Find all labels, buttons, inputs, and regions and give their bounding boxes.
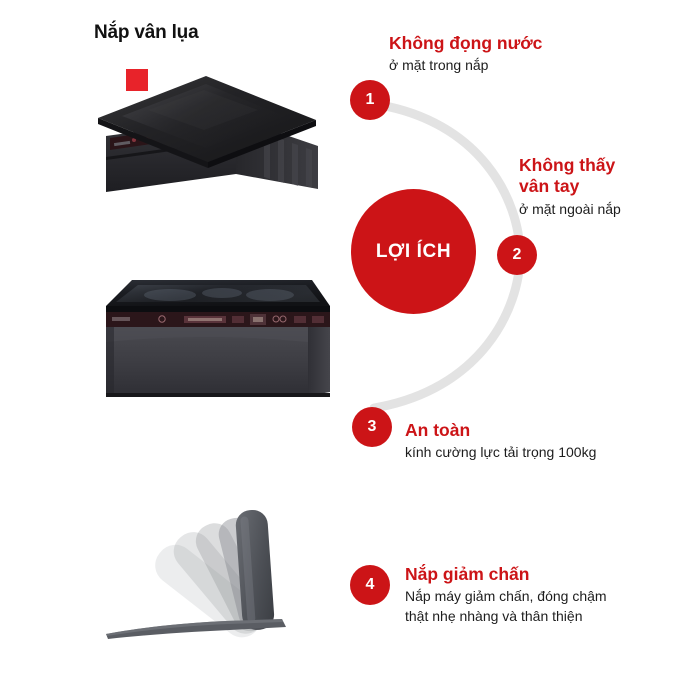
benefit-subtitle-1: ở mặt trong nắp xyxy=(389,57,489,74)
soft-close-lid-motion-image xyxy=(100,488,312,640)
washing-machine-lid-closed-image xyxy=(88,58,338,198)
benefit-number-3-value: 3 xyxy=(367,418,377,435)
benefit-number-1: 1 xyxy=(350,80,390,120)
benefit-number-4: 4 xyxy=(350,565,390,605)
red-square-highlight-marker xyxy=(126,69,148,91)
center-hub-circle: LỢI ÍCH xyxy=(351,189,476,314)
machine-cabinet xyxy=(106,327,330,397)
center-hub-label: LỢI ÍCH xyxy=(375,240,452,262)
benefit-item-2: Không thấy vân tay ở mặt ngoài nắp xyxy=(519,155,621,220)
tempered-glass-lid xyxy=(106,280,330,312)
benefit-number-4-value: 4 xyxy=(365,576,375,593)
machine-top-edge xyxy=(106,619,286,639)
lid-current-position xyxy=(235,509,275,630)
benefit-number-1-value: 1 xyxy=(365,91,375,108)
benefit-number-2-value: 2 xyxy=(512,246,522,263)
benefit-item-3: An toàn kính cường lực tải trọng 100kg xyxy=(405,420,596,463)
benefit-item-1: Không đọng nước ở mặt trong nắp xyxy=(389,33,542,76)
benefit-title-1: Không đọng nước xyxy=(389,33,543,53)
benefit-subtitle-4: Nắp máy giảm chấn, đóng chậm thật nhẹ nh… xyxy=(405,588,607,625)
benefit-title-4: Nắp giảm chấn xyxy=(405,564,530,584)
page-title: Nắp vân lụa xyxy=(94,22,199,43)
washing-machine-front-image xyxy=(98,268,338,400)
benefit-title-2: Không thấy vân tay xyxy=(519,155,616,197)
benefit-title-3: An toàn xyxy=(405,420,471,440)
control-panel xyxy=(106,312,330,327)
machine-lid xyxy=(98,76,316,168)
benefit-subtitle-3: kính cường lực tải trọng 100kg xyxy=(405,444,597,461)
benefit-item-4: Nắp giảm chấn Nắp máy giảm chấn, đóng ch… xyxy=(405,564,607,627)
benefit-subtitle-2: ở mặt ngoài nắp xyxy=(519,200,621,217)
benefit-number-2: 2 xyxy=(497,235,537,275)
benefit-number-3: 3 xyxy=(352,407,392,447)
